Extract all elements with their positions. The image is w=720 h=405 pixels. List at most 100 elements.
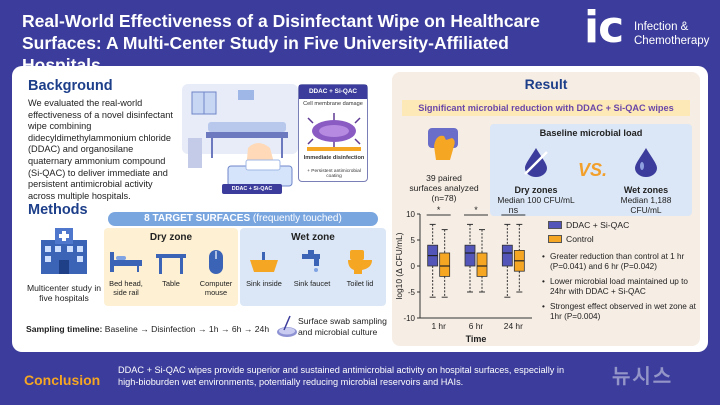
bed-icon — [110, 252, 142, 272]
result-panel: Result Significant microbial reduction w… — [392, 72, 700, 346]
sampling-timeline-steps: Baseline → Disinfection → 1h → 6h → 24h — [102, 324, 270, 334]
finding-item: Strongest effect observed in wet zone at… — [542, 302, 700, 322]
methods-heading: Methods — [28, 202, 88, 218]
surface-item: Sink inside — [242, 248, 286, 306]
surface-item: Toilet lid — [338, 248, 382, 306]
key-findings-list: Greater reduction than control at 1 hr (… — [542, 252, 700, 327]
surface-item: Table — [149, 248, 193, 306]
result-heading: Result — [524, 76, 568, 92]
main-panel: Background We evaluated the real-world e… — [12, 66, 708, 352]
significance-mark: ns — [509, 206, 519, 215]
hospitals-label: Multicenter study in five hospitals — [26, 283, 102, 303]
legend-label-control: Control — [566, 234, 594, 244]
dry-zone-result: Dry zones Median 100 CFU/mL — [496, 146, 576, 205]
watermark-logo: 뉴시스 — [612, 366, 674, 388]
y-tick-label: 10 — [406, 210, 415, 219]
table-icon — [156, 254, 186, 274]
x-tick-label: 6 hr — [469, 321, 484, 331]
mechanism-caption: Cell membrane damage — [303, 101, 363, 107]
x-axis-label: Time — [466, 334, 487, 344]
background-text: We evaluated the real-world effectivenes… — [28, 98, 173, 201]
versus-label: VS. — [578, 160, 608, 180]
mechanism-immediate: Immediate disinfection — [303, 155, 365, 161]
journal-name: Infection & Chemotherapy — [634, 20, 709, 48]
dry-drop-icon — [524, 148, 548, 177]
sink-icon — [250, 252, 278, 272]
legend-item: DDAC + Si-QAC — [548, 218, 629, 232]
dry-zone-label: Dry zone — [149, 232, 193, 243]
sampling-timeline: Sampling timeline: Baseline → Disinfecti… — [26, 324, 269, 334]
journal-logo-mark: ic — [584, 2, 624, 53]
surface-item: Sink faucet — [290, 248, 334, 306]
finding-item: Lower microbial load maintained up to 24… — [542, 277, 700, 297]
swab-sampling-block: Surface swab sampling and microbial cult… — [276, 312, 387, 346]
significance-mark: * — [437, 206, 441, 215]
paired-n: (n=78) — [431, 193, 457, 203]
surface-label: Computer mouse — [199, 279, 233, 297]
surface-label: Bed head, side rail — [109, 279, 143, 297]
wet-zone-panel: Wet zone Sink inside Sink fauce — [240, 228, 386, 306]
mechanism-box: DDAC + Si-QAC Cell membrane damage Immed… — [298, 84, 368, 182]
background-heading: Background — [28, 78, 113, 94]
swab-sampling-label: Surface swab sampling and microbial cult… — [298, 316, 387, 337]
surfaces-heading-count: 8 TARGET SURFACES — [144, 213, 251, 224]
box-plot-chart: 10 5 0 -5 -10 log10 (Δ CFU/mL) 1 hr * 6 hr * 24 hr… — [394, 206, 532, 344]
surface-label: Sink faucet — [293, 279, 331, 288]
x-tick-label: 1 hr — [431, 321, 446, 331]
box-treatment — [464, 244, 476, 267]
legend-item: Control — [548, 232, 629, 246]
y-tick-label: -5 — [408, 288, 416, 297]
surface-item: Computer mouse — [194, 248, 238, 306]
hospital-building-icon — [41, 228, 87, 274]
finding-item: Greater reduction than control at 1 hr (… — [542, 252, 700, 272]
surface-item: Bed head, side rail — [104, 248, 148, 306]
legend-swatch-treatment — [548, 221, 562, 229]
journal-logo: ic Infection & Chemotherapy — [580, 2, 716, 60]
wet-zone-result: Wet zones Median 1,188 CFU/mL — [606, 146, 686, 215]
dry-zone-name: Dry zones — [514, 185, 558, 195]
hospitals-block: Multicenter study in five hospitals — [24, 226, 104, 303]
toilet-icon — [348, 250, 372, 274]
wet-drop-icon — [635, 148, 657, 177]
bacteria-icon — [307, 113, 361, 151]
paired-caption: surfaces analyzed — [409, 183, 479, 193]
y-tick-label: 0 — [411, 262, 416, 271]
mouse-icon — [209, 250, 223, 274]
dry-zone-panel: Dry zone Bed head, side rail — [104, 228, 238, 306]
box-control — [476, 252, 488, 277]
journal-name-line2: Chemotherapy — [634, 35, 710, 47]
surface-label: Sink inside — [246, 279, 282, 288]
legend-label-treatment: DDAC + Si-QAC — [566, 220, 630, 230]
hand-wipe-icon — [428, 128, 458, 160]
y-tick-label: -10 — [403, 314, 415, 323]
surface-label: Table — [162, 279, 180, 288]
conclusion-heading: Conclusion — [24, 372, 101, 388]
y-tick-label: 5 — [411, 236, 416, 245]
conclusion-text: DDAC + Si-QAC wipes provide superior and… — [118, 365, 565, 387]
legend-swatch-control — [548, 235, 562, 243]
chart-legend: DDAC + Si-QAC Control — [548, 218, 629, 246]
faucet-icon — [302, 250, 320, 272]
journal-name-line1: Infection & — [634, 21, 689, 33]
hospital-room-illustration-icon — [182, 84, 298, 187]
wet-zone-median: Median 1,188 CFU/mL — [620, 195, 672, 215]
box-control — [439, 252, 451, 277]
petri-dish-icon — [277, 315, 297, 337]
mechanism-box-title: DDAC + Si-QAC — [299, 85, 367, 99]
sampling-timeline-label: Sampling timeline: — [26, 324, 103, 334]
y-axis-label: log10 (Δ CFU/mL) — [394, 232, 404, 299]
surface-label: Toilet lid — [346, 279, 374, 288]
baseline-heading: Baseline microbial load — [539, 128, 643, 138]
surfaces-heading: 8 TARGET SURFACES (frequently touched) — [108, 212, 378, 226]
mechanism-persistent: + Persistent antimicrobial coating — [307, 169, 361, 179]
wipe-product-label: DDAC + Si-QAC — [222, 184, 282, 194]
paired-surfaces-block: 39 paired surfaces analyzed (n=78) — [404, 124, 484, 216]
baseline-load-box: Baseline microbial load Dry zones Median… — [490, 124, 692, 216]
x-tick-label: 24 hr — [504, 321, 523, 331]
significance-banner: Significant microbial reduction with DDA… — [402, 100, 690, 116]
significance-mark: * — [474, 206, 478, 215]
paired-count: 39 paired — [426, 173, 462, 183]
dry-zone-median: Median 100 CFU/mL — [497, 195, 575, 205]
wet-zone-name: Wet zones — [623, 185, 669, 195]
